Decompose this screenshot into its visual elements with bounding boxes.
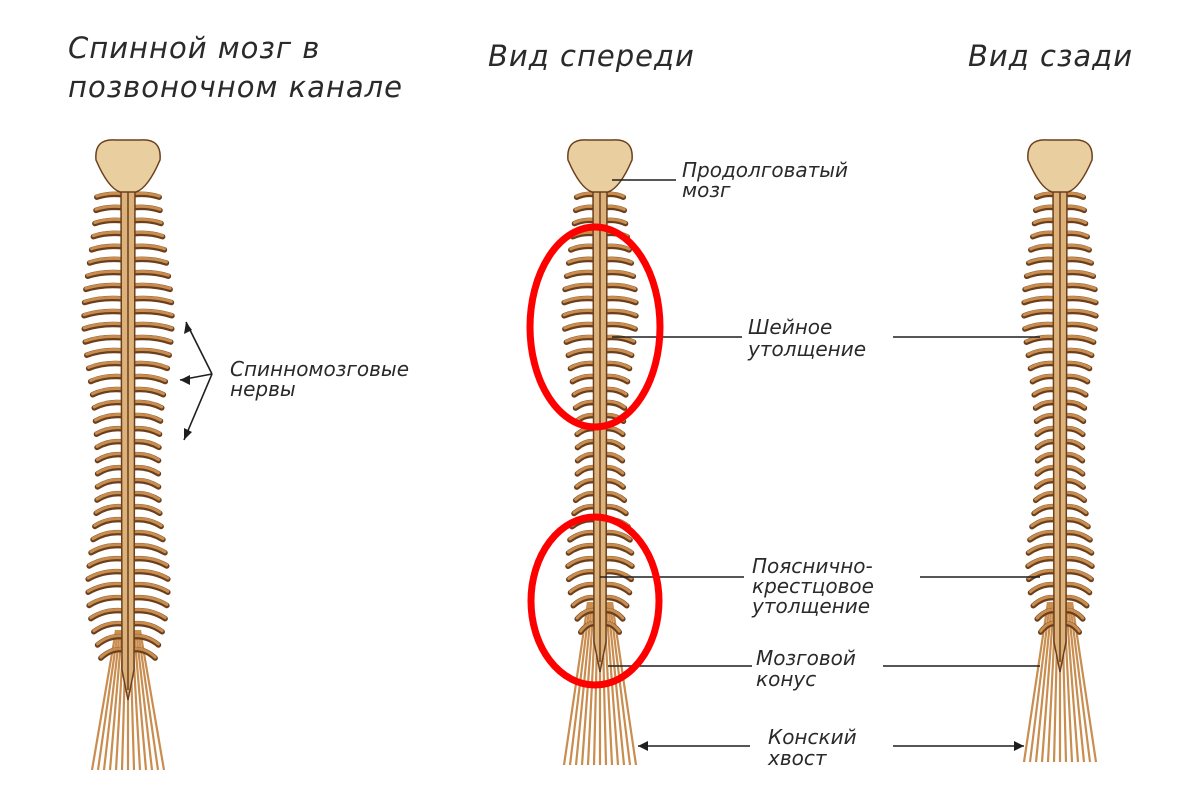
heading-left-line2: позвоночном канале [68, 70, 403, 104]
heading-front-view: Вид спереди [488, 39, 695, 73]
label-conus-line2: конус [756, 667, 816, 691]
heading-left-line1: Спинной мозг в [68, 31, 320, 65]
label-lumbosacral-line3: утолщение [751, 594, 870, 618]
heading-back-view: Вид сзади [968, 39, 1133, 73]
label-cervical-line1: Шейное [748, 315, 832, 339]
label-cauda-line2: хвост [767, 746, 828, 770]
label-cervical-line2: утолщение [747, 337, 866, 361]
label-spinal-nerves-line2: нервы [230, 377, 296, 401]
label-medulla-line2: мозг [682, 178, 731, 202]
